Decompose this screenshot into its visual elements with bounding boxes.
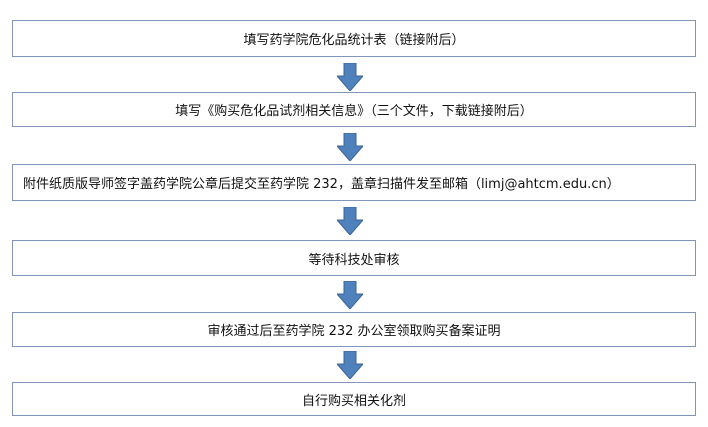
step-2-text: 填写《购买危化品试剂相关信息》（三个文件，下载链接附后）	[175, 104, 533, 119]
step-6-text: 自行购买相关化剂	[301, 393, 406, 409]
step-5-box: 审核通过后至药学院 232 办公室领取购买备案证明	[12, 312, 696, 347]
step-1-box: 填写药学院危化品统计表（链接附后）	[12, 20, 696, 57]
step-3-box: 附件纸质版导师签字盖药学院公章后提交至药学院 232，盖章扫描件发至邮箱（lim…	[12, 164, 696, 201]
step-4-box: 等待科技处审核	[12, 240, 696, 276]
arrow-down-icon	[337, 281, 363, 309]
step-4-text: 等待科技处审核	[308, 252, 400, 268]
step-1-text: 填写药学院危化品统计表（链接附后）	[243, 33, 465, 48]
arrow-down-icon	[337, 133, 363, 161]
step-6-box: 自行购买相关化剂	[12, 382, 696, 416]
step-3-text: 附件纸质版导师签字盖药学院公章后提交至药学院 232，盖章扫描件发至邮箱（lim…	[23, 177, 620, 192]
arrow-down-icon	[337, 207, 363, 235]
step-2-box: 填写《购买危化品试剂相关信息》（三个文件，下载链接附后）	[12, 92, 696, 127]
arrow-down-icon	[337, 351, 363, 379]
arrow-down-icon	[337, 63, 363, 91]
step-5-text: 审核通过后至药学院 232 办公室领取购买备案证明	[207, 324, 501, 339]
